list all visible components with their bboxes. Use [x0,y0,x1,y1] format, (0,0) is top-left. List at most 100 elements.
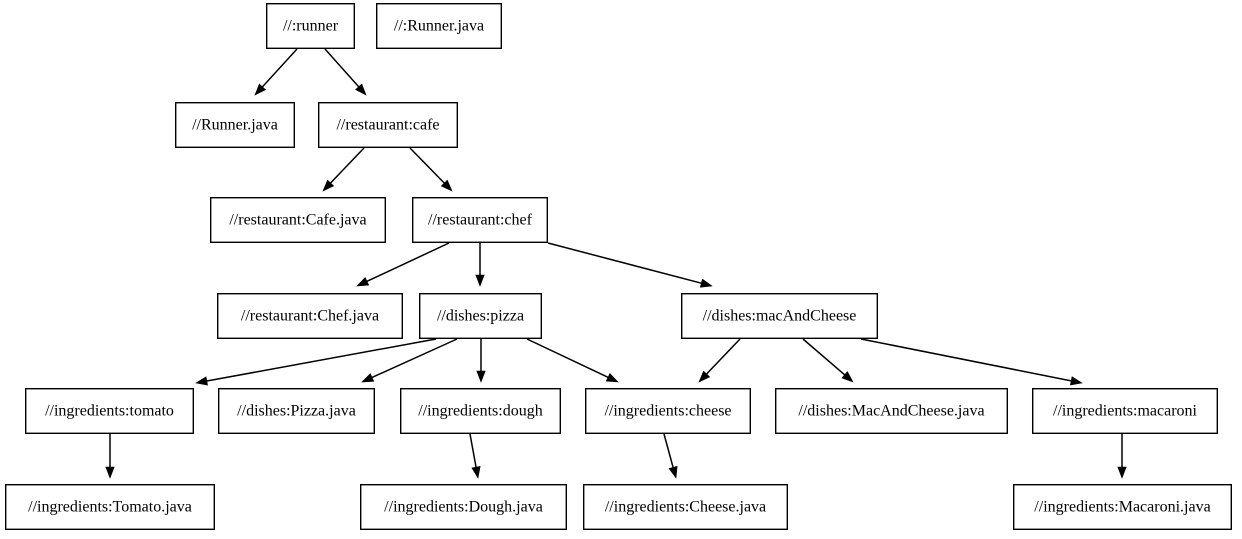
node-box[interactable] [775,388,1009,435]
graph-edge [860,338,1083,386]
nodes-layer: //:runner //:Runner.java //Runner.java //re… [4,3,1233,531]
edge-arrowhead-icon [356,277,370,287]
edges-layer [105,48,1127,479]
edge-arrowhead-icon [668,465,678,479]
node-box[interactable] [583,484,789,531]
graph-edge [105,434,115,479]
node-box[interactable] [174,101,295,148]
graph-edge [698,338,741,383]
node-label: //ingredients:Cheese.java [605,499,766,516]
graph-edge [469,433,481,479]
edge-arrowhead-icon [476,370,486,383]
graph-edge [195,338,437,386]
edge-line [860,338,1072,382]
node-label: //Runner.java [192,117,278,134]
graph-edge [526,338,619,383]
graph-edge [254,48,298,96]
node-box[interactable] [209,196,387,243]
graph-edge [361,338,458,383]
graph-node-dishes_pizza[interactable]: //dishes:pizza [419,293,543,340]
edge-line [526,338,609,378]
edge-arrowhead-icon [1070,376,1083,386]
node-label: //:Runner.java [394,18,484,35]
edge-line [706,338,741,375]
graph-node-ing_dough_java[interactable]: //ingredients:Dough.java [360,484,568,531]
edge-arrowhead-icon [699,278,713,288]
node-box[interactable] [216,293,404,340]
graph-node-ing_tomato_java[interactable]: //ingredients:Tomato.java [4,484,216,531]
node-box[interactable] [585,388,752,435]
node-box[interactable] [376,3,503,49]
edge-arrowhead-icon [322,179,335,192]
graph-node-restaurant_chef[interactable]: //restaurant:chef [412,196,549,243]
node-box[interactable] [360,484,568,531]
node-label: //ingredients:Macaroni.java [1034,499,1210,516]
node-box[interactable] [1031,388,1218,435]
graph-node-ing_dough[interactable]: //ingredients:dough [400,388,562,435]
graph-node-restaurant_chef_java[interactable]: //restaurant:Chef.java [216,293,404,340]
graph-node-root_runner_java[interactable]: //:Runner.java [376,3,503,49]
node-box[interactable] [318,101,459,148]
edge-arrowhead-icon [105,466,115,479]
edge-line [409,147,445,184]
node-box[interactable] [217,388,376,435]
graph-node-runner_java[interactable]: //Runner.java [174,101,295,148]
node-label: //dishes:pizza [437,308,524,325]
graph-node-dishes_pizza_java[interactable]: //dishes:Pizza.java [217,388,376,435]
node-box[interactable] [4,484,216,531]
graph-node-ing_macaroni[interactable]: //ingredients:macaroni [1031,388,1218,435]
edge-line [330,147,365,184]
graph-node-ing_macaroni_java[interactable]: //ingredients:Macaroni.java [1013,484,1233,531]
graph-node-runner[interactable]: //:runner [266,3,356,49]
edge-line [206,338,437,382]
graph-edge [409,147,453,192]
graph-edge [324,48,367,96]
graph-node-ing_cheese[interactable]: //ingredients:cheese [585,388,752,435]
graph-node-dishes_macandcheese_java[interactable]: //dishes:MacAndCheese.java [775,388,1009,435]
edge-arrowhead-icon [1117,466,1127,479]
graph-node-restaurant_cafe_java[interactable]: //restaurant:Cafe.java [209,196,387,243]
edge-arrowhead-icon [471,466,481,479]
node-label: //restaurant:Chef.java [241,308,379,325]
node-label: //dishes:macAndCheese [703,308,857,325]
graph-node-ing_cheese_java[interactable]: //ingredients:Cheese.java [583,484,789,531]
edge-arrowhead-icon [605,372,619,383]
graph-edge [663,433,678,479]
node-label: //restaurant:Cafe.java [229,212,366,229]
graph-edge [475,243,485,287]
node-box[interactable] [25,388,195,435]
edge-line [261,48,298,88]
graph-edge [802,338,854,383]
graph-edge [547,242,713,288]
graph-node-dishes_macandcheese[interactable]: //dishes:macAndCheese [681,293,879,340]
edge-line [324,48,360,88]
graph-edge [356,242,450,287]
node-label: //restaurant:cafe [336,117,439,134]
edge-line [802,338,846,376]
edge-arrowhead-icon [440,179,453,192]
node-box[interactable] [400,388,562,435]
edge-arrowhead-icon [355,83,367,96]
graph-edge [1117,434,1127,479]
node-box[interactable] [412,196,549,243]
node-box[interactable] [266,3,356,49]
edge-line [366,242,450,283]
node-label: //ingredients:cheese [604,403,731,420]
edge-arrowhead-icon [361,373,375,383]
node-box[interactable] [1013,484,1233,531]
node-label: //restaurant:chef [428,212,533,229]
node-label: //ingredients:Tomato.java [28,499,192,516]
graph-node-ing_tomato[interactable]: //ingredients:tomato [25,388,195,435]
node-box[interactable] [681,293,879,340]
edge-line [547,242,702,284]
node-label: //ingredients:dough [418,403,542,420]
node-label: //ingredients:tomato [45,403,174,420]
node-box[interactable] [419,293,543,340]
node-label: //ingredients:Dough.java [384,499,543,516]
edge-arrowhead-icon [841,371,854,383]
graph-node-restaurant_cafe[interactable]: //restaurant:cafe [318,101,459,148]
node-label: //dishes:MacAndCheese.java [798,403,984,420]
